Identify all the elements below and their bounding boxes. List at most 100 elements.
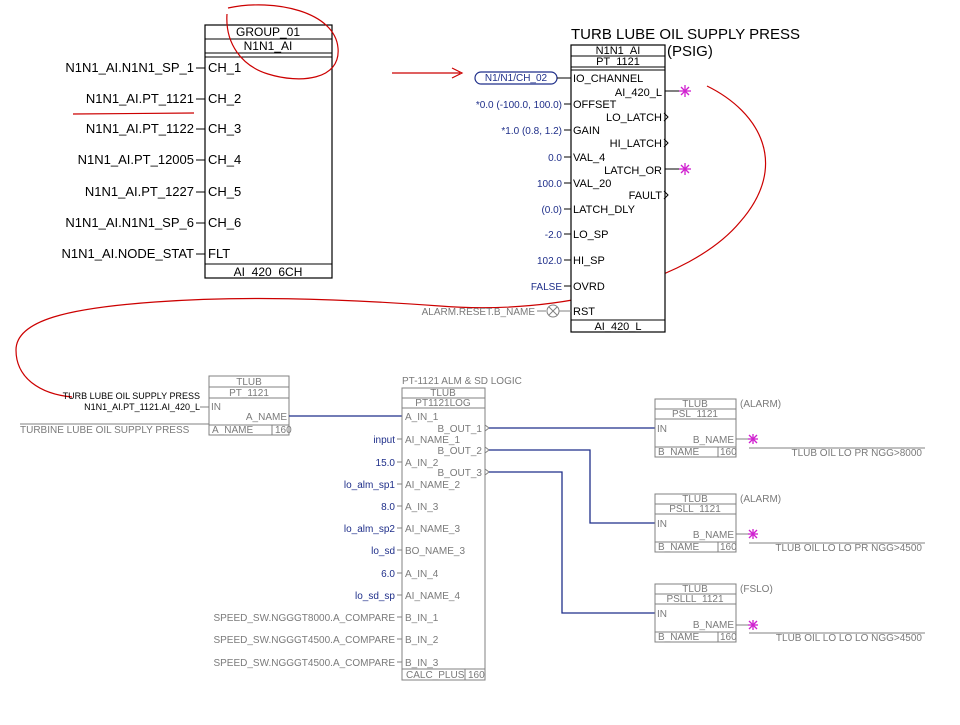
- out-block-out-pin: B_NAME: [693, 620, 734, 631]
- ai-input-row[interactable]: FALSE OVRD: [531, 281, 605, 293]
- logic-input-pin: AI_NAME_4: [405, 591, 460, 602]
- group-input-signal: N1N1_AI.PT_1227: [85, 184, 194, 199]
- ai-420-block[interactable]: TURB LUBE OIL SUPPLY PRESS (PSIG) N1N1_A…: [422, 26, 800, 333]
- logic-input-value: 6.0: [381, 569, 395, 580]
- group-header: GROUP_01: [236, 25, 300, 39]
- out-block-tag: (ALARM): [740, 399, 781, 410]
- logic-input-row[interactable]: 15.0 A_IN_2: [376, 458, 439, 469]
- logic-output-row[interactable]: B_OUT_1: [438, 424, 490, 435]
- out-block-header: TLUB: [682, 494, 708, 505]
- tlub-description: TURBINE LUBE OIL SUPPLY PRESS: [20, 425, 190, 436]
- logic-input-row[interactable]: lo_sd_sp AI_NAME_4: [355, 591, 460, 602]
- ai-input-row[interactable]: *0.0 (-100.0, 100.0) OFFSET: [476, 99, 617, 111]
- ai-output-pin: FAULT: [629, 190, 663, 202]
- group-input-row[interactable]: N1N1_AI.PT_1121 CH_2: [86, 91, 241, 106]
- out-block-subheader: PSLLL_1121: [666, 594, 724, 605]
- ai-input-row[interactable]: *1.0 (0.8, 1.2) GAIN: [501, 125, 600, 137]
- logic-input-value: SPEED_SW.NGGGT4500.A_COMPARE: [213, 635, 395, 646]
- group-input-pin: CH_5: [208, 184, 241, 199]
- out-block-in-pin: IN: [657, 609, 667, 620]
- logic-input-row[interactable]: lo_alm_sp2 AI_NAME_3: [344, 524, 461, 535]
- tlub-footer-num: 160: [275, 425, 292, 436]
- out-block-in-pin: IN: [657, 424, 667, 435]
- logic-input-value: lo_alm_sp2: [344, 524, 396, 535]
- tlub-subheader: PT_1121: [229, 388, 269, 399]
- ai-input-row[interactable]: -2.0 LO_SP: [545, 229, 609, 241]
- ai-input-row[interactable]: 0.0 VAL_4: [548, 152, 605, 164]
- ai-group-block[interactable]: GROUP_01 N1N1_AI AI_420_6CH N1N1_AI.N1N1…: [62, 24, 333, 279]
- logic-input-pin: B_IN_2: [405, 635, 439, 646]
- logic-input-value: 8.0: [381, 502, 395, 513]
- group-input-row[interactable]: N1N1_AI.NODE_STAT FLT: [62, 246, 231, 261]
- ai-input-pin: VAL_20: [573, 178, 611, 190]
- wire-b-out-3[interactable]: [489, 471, 655, 614]
- ai-output-row[interactable]: FAULT: [629, 190, 669, 202]
- out-block-footer-num: 160: [720, 447, 737, 458]
- logic-input-value: lo_sd_sp: [355, 591, 395, 602]
- logic-input-row[interactable]: A_IN_1: [405, 412, 439, 423]
- ai-input-value: 100.0: [537, 179, 562, 190]
- logic-input-value: 15.0: [376, 458, 396, 469]
- logic-input-row[interactable]: SPEED_SW.NGGGT4500.A_COMPARE B_IN_3: [213, 658, 438, 669]
- ai-block-title: TURB LUBE OIL SUPPLY PRESS: [571, 26, 800, 43]
- group-input-row[interactable]: N1N1_AI.N1N1_SP_6 CH_6: [65, 215, 241, 230]
- alarm-block-psll[interactable]: TLUB PSLL_1121 (ALARM) IN B_NAME B_NAME …: [654, 493, 925, 554]
- out-block-footer: B_NAME: [658, 447, 699, 458]
- group-input-row[interactable]: N1N1_AI.PT_12005 CH_4: [78, 152, 242, 167]
- ai-input-pin: VAL_4: [573, 152, 605, 164]
- ai-input-row[interactable]: 102.0 HI_SP: [537, 255, 605, 267]
- group-input-signal: N1N1_AI.N1N1_SP_6: [65, 215, 194, 230]
- connection-star-icon: [679, 163, 691, 175]
- logic-input-pin: AI_NAME_1: [405, 435, 460, 446]
- group-input-signal: N1N1_AI.N1N1_SP_1: [65, 60, 194, 75]
- logic-title: PT-1121 ALM & SD LOGIC: [402, 376, 522, 387]
- wire-b-out-2[interactable]: [489, 449, 655, 524]
- logic-output-row[interactable]: B_OUT_2: [438, 446, 490, 457]
- tlub-header: TLUB: [236, 377, 262, 388]
- group-input-signal: N1N1_AI.PT_1121: [86, 91, 194, 106]
- ai-input-value: *1.0 (0.8, 1.2): [501, 126, 562, 137]
- alarm-block-psl[interactable]: TLUB PSL_1121 (ALARM) IN B_NAME B_NAME 1…: [654, 398, 925, 459]
- logic-output-row[interactable]: B_OUT_3: [438, 468, 490, 479]
- logic-input-row[interactable]: lo_sd BO_NAME_3: [371, 546, 465, 557]
- ai-output-row[interactable]: LATCH_OR: [604, 163, 691, 177]
- ai-output-row[interactable]: LO_LATCH: [606, 112, 669, 124]
- logic-input-row[interactable]: lo_alm_sp1 AI_NAME_2: [344, 480, 461, 491]
- ai-input-value: 0.0: [548, 153, 562, 164]
- annotation-underline: [72, 112, 195, 115]
- io-channel-row[interactable]: N1/N1/CH_02 IO_CHANNEL: [474, 71, 643, 85]
- ai-output-row[interactable]: HI_LATCH: [610, 138, 669, 150]
- logic-input-pin: BO_NAME_3: [405, 546, 465, 557]
- logic-block[interactable]: PT-1121 ALM & SD LOGIC TLUB PT1121LOG CA…: [213, 376, 521, 681]
- ai-input-row[interactable]: (0.0) LATCH_DLY: [541, 204, 635, 216]
- group-input-row[interactable]: N1N1_AI.PT_1227 CH_5: [85, 184, 241, 199]
- tlub-signal-block[interactable]: TURB LUBE OIL SUPPLY PRESS N1N1_AI.PT_11…: [20, 375, 292, 436]
- logic-input-row[interactable]: SPEED_SW.NGGGT4500.A_COMPARE B_IN_2: [213, 635, 438, 646]
- ai-input-row[interactable]: 100.0 VAL_20: [537, 178, 611, 190]
- out-block-footer-num: 160: [720, 632, 737, 643]
- logic-input-row[interactable]: SPEED_SW.NGGGT8000.A_COMPARE B_IN_1: [213, 613, 438, 624]
- ai-input-pin: GAIN: [573, 125, 600, 137]
- logic-input-row[interactable]: 8.0 A_IN_3: [381, 502, 439, 513]
- group-footer: AI_420_6CH: [234, 265, 303, 279]
- out-block-description: TLUB OIL LO PR NGG>8000: [791, 448, 922, 459]
- ai-block-subheader: PT_1121: [596, 56, 640, 68]
- group-input-row[interactable]: N1N1_AI.N1N1_SP_1 CH_1: [65, 60, 241, 75]
- out-block-description: TLUB OIL LO LO PR NGG>4500: [775, 543, 922, 554]
- ai-output-row[interactable]: AI_420_L: [615, 85, 691, 99]
- logic-input-pin: AI_NAME_3: [405, 524, 460, 535]
- group-input-row[interactable]: N1N1_AI.PT_1122 CH_3: [86, 121, 241, 136]
- connection-star-icon: [748, 620, 758, 630]
- logic-input-row[interactable]: 6.0 A_IN_4: [381, 569, 439, 580]
- reset-signal: ALARM.RESET.B_NAME: [422, 307, 536, 318]
- logic-input-pin: B_IN_1: [405, 613, 439, 624]
- ai-output-pin: HI_LATCH: [610, 138, 662, 150]
- logic-input-pin: A_IN_1: [405, 412, 439, 423]
- out-block-header: TLUB: [682, 399, 708, 410]
- reset-input-row[interactable]: ALARM.RESET.B_NAME RST: [422, 304, 596, 318]
- ai-block-units: (PSIG): [667, 43, 713, 60]
- out-block-footer-num: 160: [720, 542, 737, 553]
- logic-input-row[interactable]: input AI_NAME_1: [373, 435, 460, 446]
- shutdown-block-pslll[interactable]: TLUB PSLLL_1121 (FSLO) IN B_NAME B_NAME …: [654, 583, 925, 644]
- group-input-signal: N1N1_AI.PT_1122: [86, 121, 194, 136]
